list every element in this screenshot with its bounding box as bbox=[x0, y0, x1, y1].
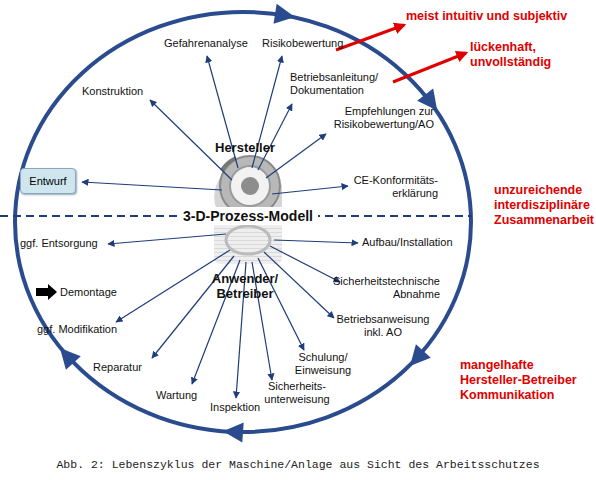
phase-label: Empfehlungen zur Risikobewertung/AO bbox=[322, 105, 434, 131]
cycle-arrowheads bbox=[53, 4, 446, 443]
phase-label: Betriebsanweisung inkl. AO bbox=[330, 313, 436, 339]
phase-label: CE-Konformitäts- erklärung bbox=[350, 174, 438, 200]
phase-label: ggf. Entsorgung bbox=[20, 237, 120, 250]
phase-label: Schulung/ Einweisung bbox=[292, 351, 354, 377]
problem-note: unzureichende interdisziplinäre Zusammen… bbox=[494, 183, 596, 228]
phase-label: Inspektion bbox=[210, 401, 290, 414]
party-heading: Hersteller bbox=[195, 140, 295, 155]
box-text: Entwurf bbox=[29, 175, 66, 187]
phase-label: Reparatur bbox=[93, 361, 163, 374]
leader-lines bbox=[82, 56, 358, 398]
block-arrow bbox=[36, 284, 57, 300]
figure-caption: Abb. 2: Lebenszyklus der Maschine/Anlage… bbox=[0, 458, 596, 471]
problem-note: lückenhaft, unvollständig bbox=[470, 40, 566, 70]
phase-label: Sicherheits- unterweisung bbox=[261, 380, 333, 406]
phase-label: Sicherheitstechnische Abnahme bbox=[325, 275, 440, 301]
phase-label: Konstruktion bbox=[82, 85, 172, 98]
model-title: 3-D-Prozess-Modell bbox=[178, 207, 318, 225]
phase-label: Betriebsanleitung/ Dokumentation bbox=[290, 71, 386, 97]
phase-label: Wartung bbox=[156, 389, 226, 402]
phase-box: Entwurf bbox=[20, 168, 76, 194]
party-heading: Anwender/ Betreiber bbox=[195, 271, 295, 301]
problem-note: meist intuitiv und subjektiv bbox=[406, 9, 596, 24]
phase-label: Aufbau/Installation bbox=[362, 236, 472, 249]
phase-label: Demontage bbox=[60, 286, 140, 299]
phase-label: Risikobewertung bbox=[262, 37, 362, 50]
phase-label: Gefahrenanalyse bbox=[164, 37, 264, 50]
lifecycle-circle bbox=[15, 12, 471, 432]
phase-label: ggf. Modifikation bbox=[37, 323, 137, 336]
problem-note: mangelhafte Hersteller-Betreiber Kommuni… bbox=[460, 358, 595, 403]
